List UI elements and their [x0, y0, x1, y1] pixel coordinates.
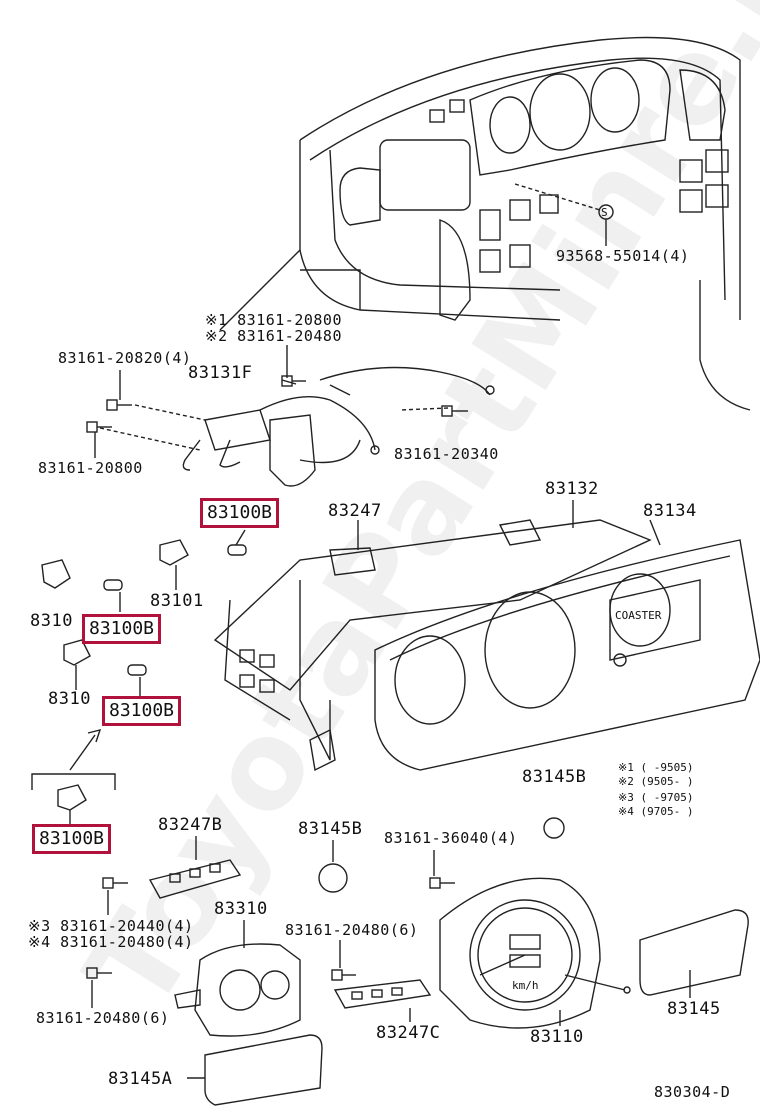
part-label-83145B: 83145B [522, 767, 587, 787]
part-label-83161-20340: 83161-20340 [394, 445, 499, 463]
part-label-83161-20800: 83161-20800 [38, 459, 143, 477]
speedometer-83110 [439, 877, 631, 1029]
note-4-label: ※4 83161-20480(4) [28, 933, 194, 951]
note-3-label: ※3 83161-20440(4) [28, 917, 194, 935]
part-label-83161-20480-6b: 83161-20480(6) [36, 1009, 170, 1027]
part-label-83131F: 83131F [188, 363, 253, 383]
screw-icon [281, 375, 306, 387]
part-label-83101: 83101 [150, 591, 204, 611]
part-label-8310-a: 8310 [30, 611, 73, 631]
part-label-83110: 83110 [530, 1027, 584, 1047]
legend-4: ※4 (9705- ) [618, 805, 694, 818]
cap-icon [318, 863, 348, 893]
part-label-83310: 83310 [214, 899, 268, 919]
highlighted-part-83100B[interactable]: 83100B [32, 824, 112, 854]
screw-icon [86, 421, 112, 433]
screw-icon [106, 399, 132, 411]
screw-icon [102, 877, 128, 889]
speedometer-unit-label: km/h [512, 979, 539, 992]
circuit-83247B [148, 859, 242, 899]
screw-icon [331, 969, 356, 981]
circuit-83247C [333, 979, 432, 1009]
highlighted-part-83100B[interactable]: 83100B [82, 614, 162, 644]
bulb-icon [103, 579, 123, 591]
socket-icon [41, 559, 71, 589]
bulb-icon [227, 544, 247, 556]
part-label-83247C: 83247C [376, 1023, 441, 1043]
note-1-label: ※1 83161-20800 [205, 311, 342, 329]
screw-icon [429, 877, 455, 889]
part-label-8310-b: 8310 [48, 689, 91, 709]
part-label-83132: 83132 [545, 479, 599, 499]
legend-2: ※2 (9505- ) [618, 775, 694, 788]
cluster-housing [213, 519, 652, 772]
socket-icon [159, 539, 189, 566]
legend-3: ※3 ( -9705) [618, 791, 694, 804]
part-label-83145: 83145 [667, 999, 721, 1019]
part-label-83161-20820: 83161-20820(4) [58, 349, 192, 367]
part-label-83161-36040: 83161-36040(4) [384, 829, 518, 847]
screw-icon [86, 967, 112, 979]
dashboard-outline [219, 36, 751, 411]
part-label-83161-20480-6a: 83161-20480(6) [285, 921, 419, 939]
part-label-83145A: 83145A [108, 1069, 173, 1089]
legend-1: ※1 ( -9505) [618, 761, 694, 774]
lens-83145A [204, 1034, 323, 1106]
highlighted-part-83100B[interactable]: 83100B [102, 696, 182, 726]
socket-icon [57, 784, 87, 811]
socket-icon [63, 639, 91, 666]
harness-83131F [182, 366, 495, 487]
screw-icon [441, 405, 468, 417]
highlighted-part-83100B[interactable]: 83100B [200, 498, 280, 528]
note-2-label: ※2 83161-20480 [205, 327, 342, 345]
cluster-brand-label: COASTER [615, 609, 662, 622]
part-label-83247: 83247 [328, 501, 382, 521]
part-label-83134: 83134 [643, 501, 697, 521]
diagram-code: 830304-D [654, 1083, 731, 1101]
screw-s-label: S [601, 206, 609, 219]
part-label-83247B: 83247B [158, 815, 223, 835]
part-label-93568-55014: 93568-55014(4) [556, 247, 690, 265]
bulb-icon [127, 664, 147, 676]
part-label-83145B-b: 83145B [298, 819, 363, 839]
gauge-83310 [174, 943, 301, 1037]
cluster-front [374, 539, 760, 771]
lens-83145 [639, 909, 749, 996]
cap-icon [543, 817, 565, 839]
